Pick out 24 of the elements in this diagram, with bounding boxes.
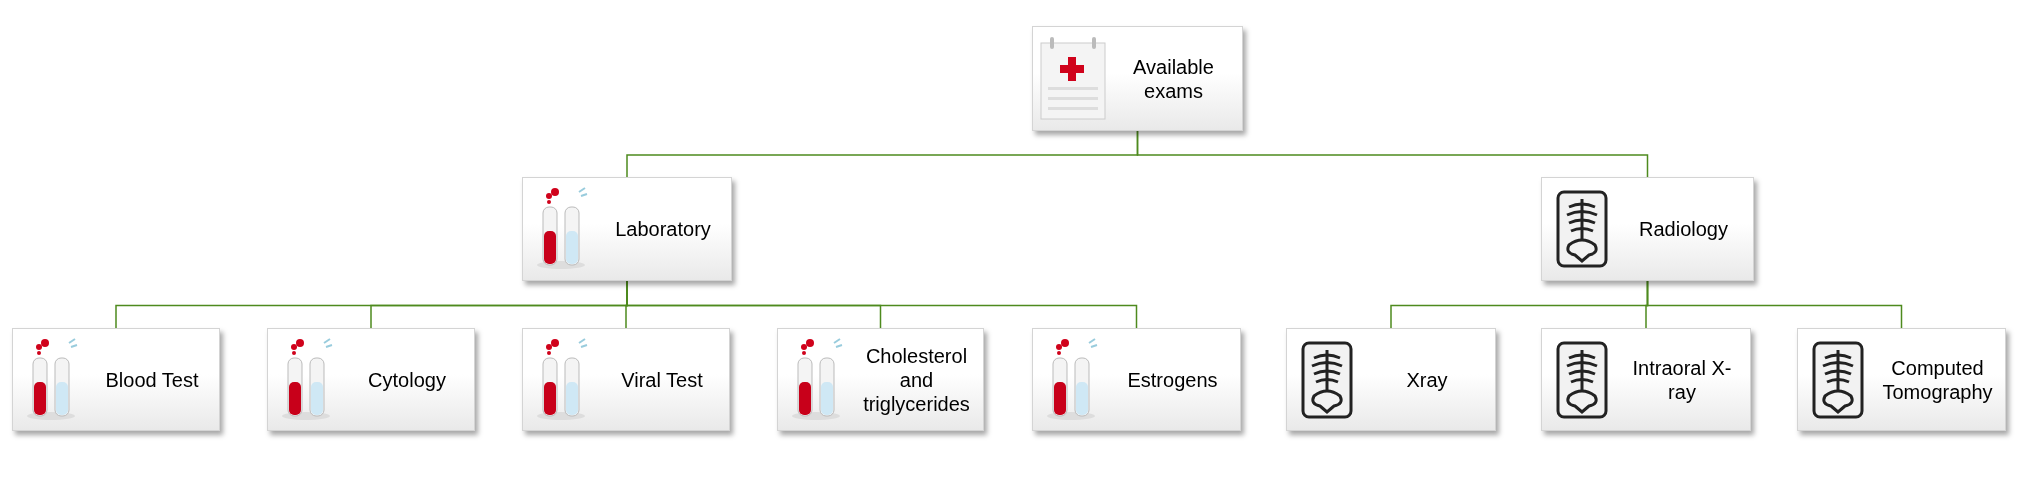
exam-card [1797, 328, 2006, 431]
exam-card [12, 328, 220, 431]
exam-card [1286, 328, 1496, 431]
connector-line [1646, 280, 1903, 329]
exam-card [1541, 177, 1754, 281]
card-label: Xray [1405, 367, 1449, 392]
exam-card [777, 328, 984, 431]
card-label: Computed Tomography [1881, 355, 1994, 404]
card-label: Blood Test [104, 367, 200, 392]
connector-line [1136, 130, 1649, 178]
card-label: Cytology [367, 367, 447, 392]
exam-card [267, 328, 475, 431]
card-label: Viral Test [620, 367, 704, 392]
card-label: Radiology [1638, 217, 1729, 241]
exam-card [1032, 328, 1241, 431]
exam-card [1541, 328, 1751, 431]
exam-card [522, 177, 732, 281]
card-label: Laboratory [614, 217, 712, 241]
card-label: Available exams [1132, 54, 1215, 103]
card-label: Intraoral X-ray [1631, 355, 1733, 404]
card-label: Estrogens [1126, 367, 1219, 392]
exam-card [522, 328, 730, 431]
exam-card [1032, 26, 1243, 131]
card-label: Cholesterol and triglycerides [862, 343, 971, 416]
